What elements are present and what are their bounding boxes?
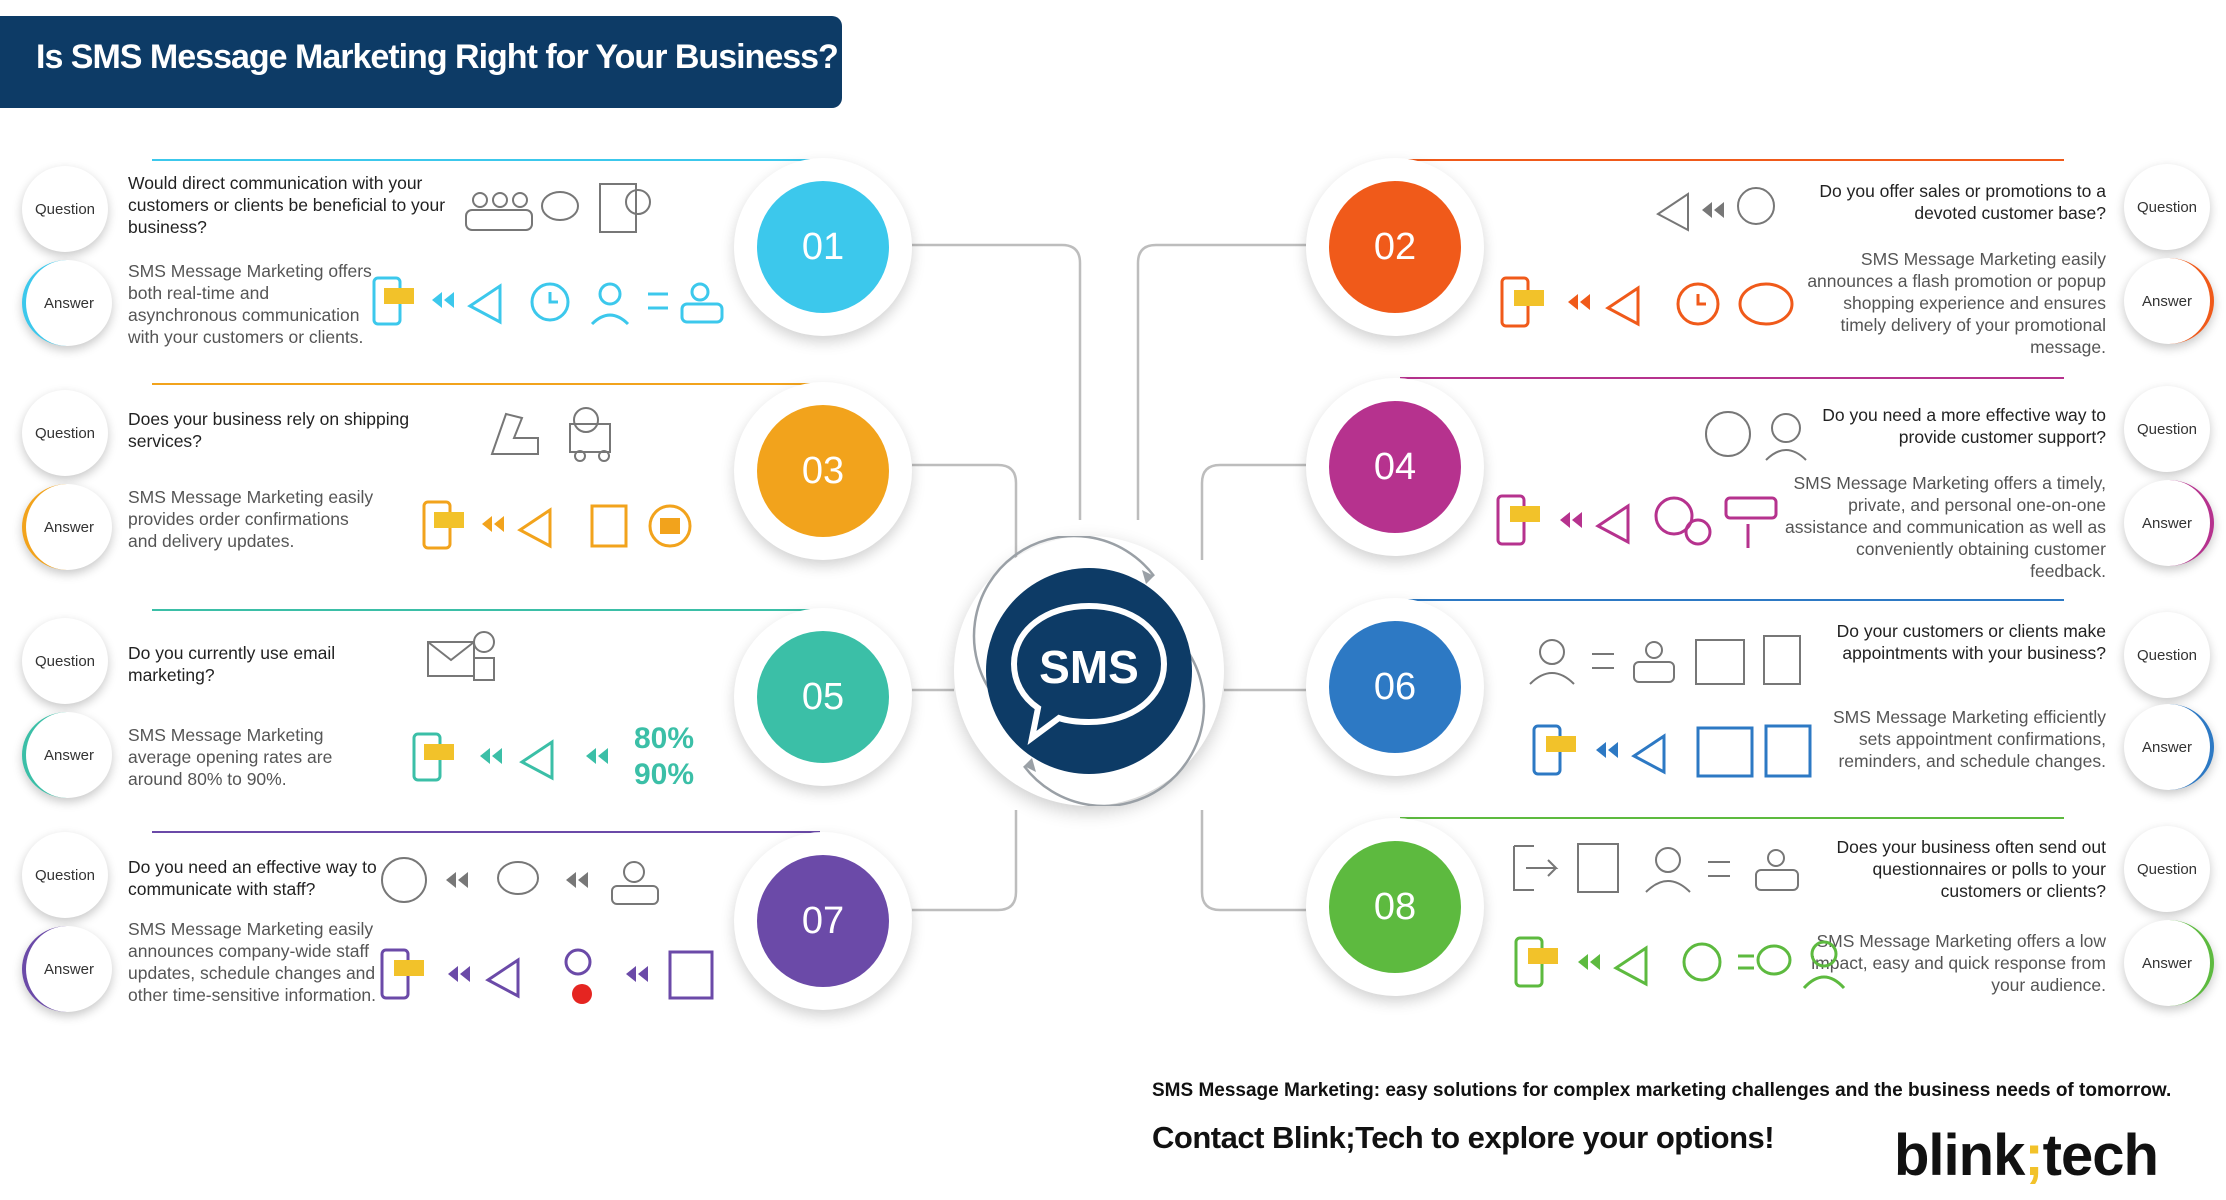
connector-03 [912, 463, 1018, 560]
answer-text-07: SMS Message Marketing easily announces c… [128, 919, 377, 1005]
number-label-01: 01 [757, 181, 889, 313]
number-label-05: 05 [757, 631, 889, 763]
connector-02 [1136, 243, 1306, 520]
question-badge-01: Question [22, 166, 108, 252]
question-text-02: Do you offer sales or promotions to a de… [1819, 181, 2106, 223]
question-text-05: Do you currently use email marketing? [128, 643, 336, 685]
question-text-03: Does your business rely on shipping serv… [128, 409, 410, 451]
question-badge-08: Question [2124, 826, 2210, 912]
sms-flow-icons-02 [1500, 276, 1794, 328]
sms-hub: SMS [954, 536, 1224, 806]
answer-text-04: SMS Message Marketing offers a timely, p… [1785, 473, 2106, 581]
hub-arrows [972, 536, 1206, 806]
speech-bubble-icon [1010, 602, 1168, 746]
question-text-04: Do you need a more effective way to prov… [1822, 405, 2106, 447]
connector-01 [912, 243, 1082, 520]
question-badge-04: Question [2124, 386, 2210, 472]
answer-badge-03: Answer [22, 484, 112, 570]
appointment-icons [1529, 635, 1801, 685]
hub-core: SMS [986, 568, 1192, 774]
logo-wordmark: blink;tech [1894, 1123, 2159, 1188]
question-badge-05: Question [22, 618, 108, 704]
answer-text-02: SMS Message Marketing easily announces a… [1807, 249, 2106, 357]
staff-communication-icons [381, 857, 659, 905]
answer-text-06: SMS Message Marketing efficiently sets a… [1833, 707, 2106, 771]
number-label-04: 04 [1329, 401, 1461, 533]
sms-flow-icons-07 [380, 948, 714, 1004]
answer-text-08: SMS Message Marketing offers a low impac… [1811, 931, 2106, 995]
support-icons [1705, 411, 1807, 461]
number-label-02: 02 [1329, 181, 1461, 313]
answer-badge-04: Answer [2124, 480, 2214, 566]
crowd-chat-chart-icons [465, 183, 651, 233]
footer-tagline: SMS Message Marketing: easy solutions fo… [1152, 1080, 2172, 1101]
number-circle-05: 05 [734, 608, 912, 786]
connector-07 [912, 810, 1018, 912]
questionnaire-icons [1513, 843, 1799, 893]
stat-90: 90% [634, 758, 695, 791]
answer-badge-01: Answer [22, 260, 112, 346]
question-text-06: Do your customers or clients make appoin… [1836, 621, 2106, 663]
number-circle-08: 08 [1306, 818, 1484, 996]
question-badge-02: Question [2124, 164, 2210, 250]
connector-04 [1200, 463, 1306, 560]
question-text-07: Do you need an effective way to communic… [128, 857, 377, 899]
number-label-07: 07 [757, 855, 889, 987]
connector-08 [1200, 810, 1306, 912]
answer-text-03: SMS Message Marketing easily provides or… [128, 487, 374, 551]
sms-flow-icons-08 [1514, 936, 1846, 990]
stat-80: 80% [634, 722, 695, 755]
email-marketing-icon [427, 631, 495, 681]
number-circle-02: 02 [1306, 158, 1484, 336]
number-circle-07: 07 [734, 832, 912, 1010]
sms-flow-icons-01 [372, 276, 724, 326]
answer-text-01: SMS Message Marketing offers both real-t… [128, 261, 372, 347]
shipping-icons [490, 407, 611, 462]
promotion-icons [1656, 187, 1775, 232]
sms-flow-icons-03 [422, 500, 692, 550]
question-badge-06: Question [2124, 612, 2210, 698]
answer-badge-06: Answer [2124, 704, 2214, 790]
number-circle-06: 06 [1306, 598, 1484, 776]
question-text-01: Would direct communication with your cus… [128, 173, 446, 237]
hub-label: SMS [1039, 641, 1139, 693]
footer-cta: Contact Blink;Tech to explore your optio… [1152, 1120, 1775, 1155]
number-circle-04: 04 [1306, 378, 1484, 556]
number-circle-01: 01 [734, 158, 912, 336]
sms-flow-icons-05 [412, 732, 608, 782]
title-banner: Is SMS Message Marketing Right for Your … [0, 16, 842, 108]
question-text-08: Does your business often send out questi… [1836, 837, 2106, 901]
answer-badge-02: Answer [2124, 258, 2214, 344]
answer-text-05: SMS Message Marketing average opening ra… [128, 725, 333, 789]
number-label-08: 08 [1329, 841, 1461, 973]
blinktech-logo: blink;tech [1894, 1120, 2209, 1190]
answer-badge-05: Answer [22, 712, 112, 798]
page-title: Is SMS Message Marketing Right for Your … [36, 38, 839, 76]
number-circle-03: 03 [734, 382, 912, 560]
sms-flow-icons-04 [1496, 494, 1778, 548]
number-label-03: 03 [757, 405, 889, 537]
answer-badge-07: Answer [22, 926, 112, 1012]
answer-badge-08: Answer [2124, 920, 2214, 1006]
sms-flow-icons-06 [1532, 724, 1812, 778]
question-badge-03: Question [22, 390, 108, 476]
number-label-06: 06 [1329, 621, 1461, 753]
question-badge-07: Question [22, 832, 108, 918]
